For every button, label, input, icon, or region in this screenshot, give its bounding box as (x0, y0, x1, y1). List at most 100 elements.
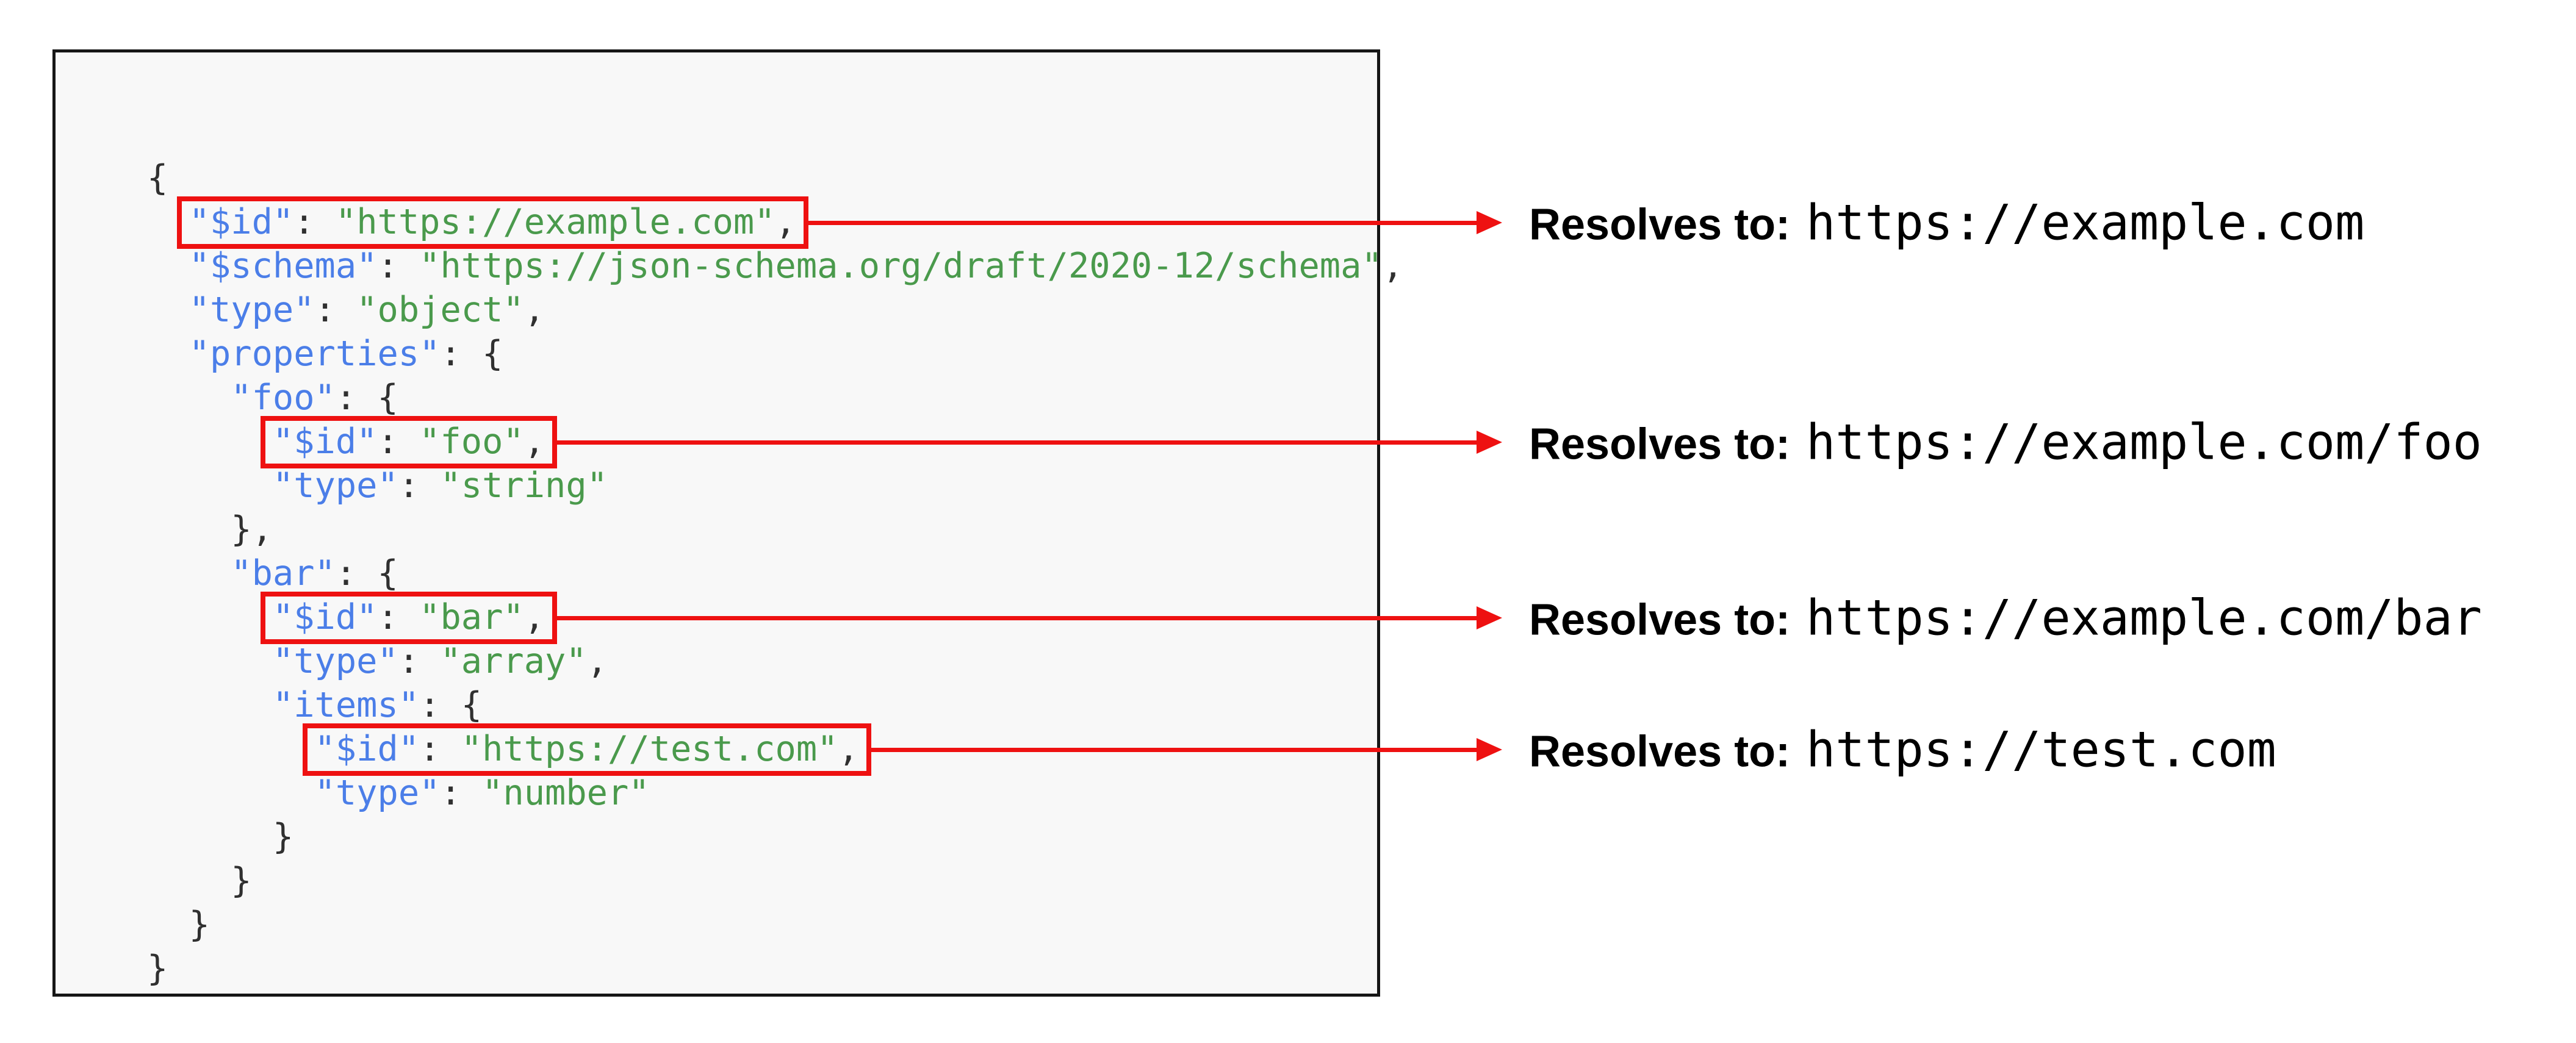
code-token: }, (147, 509, 273, 550)
code-line: "properties": { (147, 332, 1403, 376)
code-token: "bar" (419, 597, 524, 637)
code-token: "$id" (189, 202, 294, 242)
code-token (147, 729, 315, 769)
code-token: } (147, 817, 294, 857)
code-token: "$id" (272, 597, 378, 637)
resolve-url: https://example.com/bar (1806, 589, 2482, 647)
code-token: "$schema" (189, 246, 378, 286)
code-token: } (147, 861, 252, 901)
code-token (147, 246, 189, 286)
code-token: "bar" (231, 553, 336, 593)
code-token: { (147, 158, 168, 198)
code-token: , (586, 641, 608, 681)
code-token: , (775, 202, 796, 242)
code-panel: { "$id": "https://example.com", "$schema… (52, 49, 1403, 997)
resolve-url: https://test.com (1806, 721, 2276, 778)
resolve-arrow-line (871, 748, 1478, 752)
resolve-arrow-line (557, 616, 1478, 620)
code-line: "$schema": "https://json-schema.org/draf… (147, 244, 1403, 288)
code-token: "https://json-schema.org/draft/2020-12/s… (419, 246, 1383, 286)
arrow-head-icon (1477, 738, 1502, 761)
resolve-label: Resolves to: (1529, 420, 1791, 469)
code-token: : (314, 290, 357, 330)
resolve-annotation: Resolves to: https://example.com/foo (1529, 414, 2482, 471)
resolve-annotation: Resolves to: https://example.com (1529, 195, 2364, 251)
code-token: "foo" (231, 378, 336, 418)
code-line: "type": "string" (147, 464, 1403, 507)
code-token: : { (335, 553, 398, 593)
code-token (147, 641, 273, 681)
code-token: "type" (272, 465, 398, 506)
arrow-head-icon (1477, 606, 1502, 629)
code-token: : { (419, 685, 483, 725)
code-token: "object" (356, 290, 524, 330)
code-token: "foo" (419, 421, 524, 462)
code-token (147, 685, 273, 725)
resolve-label: Resolves to: (1529, 200, 1791, 249)
resolve-annotation: Resolves to: https://example.com/bar (1529, 590, 2482, 647)
code-token (147, 465, 273, 506)
resolve-label: Resolves to: (1529, 727, 1791, 776)
resolve-url: https://example.com/foo (1806, 414, 2482, 471)
code-token: "$id" (272, 421, 378, 462)
code-token: "type" (272, 641, 398, 681)
code-token: "array" (440, 641, 587, 681)
code-token (147, 597, 273, 637)
code-line: { (147, 156, 1403, 200)
code-token: "string" (440, 465, 608, 506)
code-token: : (419, 729, 461, 769)
code-token: "properties" (189, 334, 441, 374)
id-highlight-box: "$id": "foo", (260, 416, 558, 468)
code-token: "https://example.com" (335, 202, 775, 242)
resolve-label: Resolves to: (1529, 595, 1791, 645)
code-line: "$id": "foo", (147, 416, 1403, 468)
code-token: "items" (272, 685, 420, 725)
code-token: : (293, 202, 336, 242)
code-line: }, (147, 507, 1403, 551)
code-token: , (523, 597, 545, 637)
code-token (147, 553, 231, 593)
code-line: } (147, 859, 1403, 903)
code-token: } (147, 905, 210, 945)
id-highlight-box: "$id": "https://test.com", (302, 723, 871, 776)
code-token (147, 334, 189, 374)
code-token: "type" (189, 290, 315, 330)
code-line: "bar": { (147, 551, 1403, 595)
code-token: : { (335, 378, 398, 418)
code-block: { "$id": "https://example.com", "$schema… (147, 156, 1403, 991)
code-token (147, 421, 273, 462)
arrow-head-icon (1477, 431, 1502, 454)
id-highlight-box: "$id": "https://example.com", (176, 196, 808, 249)
code-line: "$id": "https://example.com", (147, 196, 1403, 249)
code-token: } (147, 948, 168, 989)
code-line: "type": "array", (147, 639, 1403, 683)
code-token: , (523, 290, 545, 330)
code-token (147, 773, 315, 813)
code-line: "type": "number" (147, 771, 1403, 815)
code-token: : (440, 773, 483, 813)
code-token: , (523, 421, 545, 462)
code-token: : (398, 641, 441, 681)
code-token: "$id" (314, 729, 420, 769)
code-token: : (398, 465, 441, 506)
code-token: , (838, 729, 859, 769)
resolve-url: https://example.com (1806, 194, 2365, 251)
resolve-arrow-line (808, 221, 1478, 225)
code-token: : { (440, 334, 503, 374)
code-line: } (147, 903, 1403, 947)
code-token: "type" (314, 773, 441, 813)
arrow-head-icon (1477, 211, 1502, 234)
code-token: : (377, 246, 420, 286)
code-token: : (377, 421, 420, 462)
code-token (147, 378, 231, 418)
code-line: "$id": "bar", (147, 592, 1403, 644)
code-line: } (147, 815, 1403, 859)
code-token: "https://test.com" (461, 729, 838, 769)
code-token: "number" (482, 773, 650, 813)
code-line: "items": { (147, 683, 1403, 727)
code-token: , (1382, 246, 1404, 286)
resolve-arrow-line (557, 440, 1478, 445)
code-line: "type": "object", (147, 288, 1403, 332)
code-line: "foo": { (147, 376, 1403, 420)
